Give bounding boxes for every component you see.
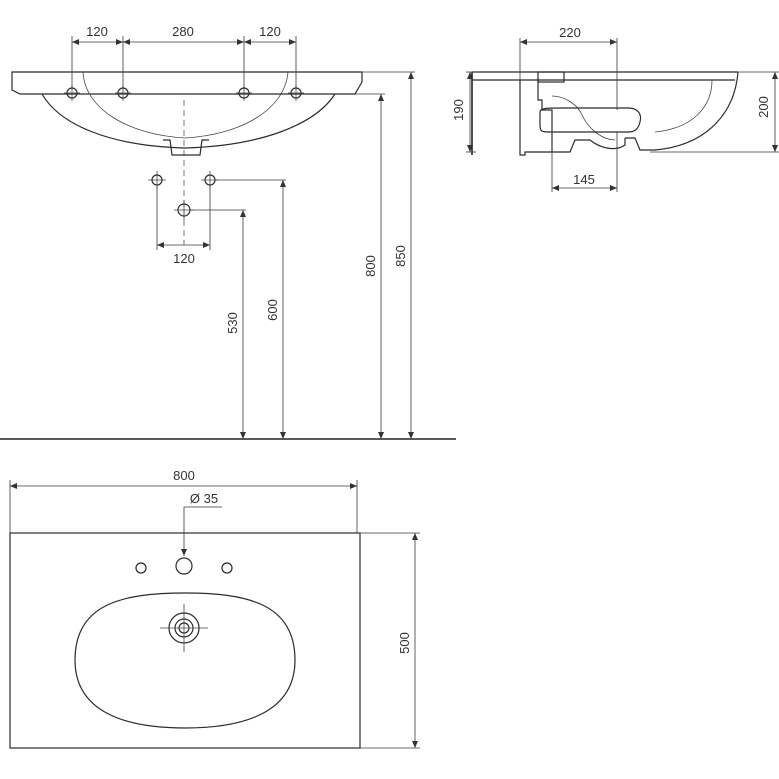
dim-label-width-800: 800 [173,468,195,483]
dim-label-120-left: 120 [86,24,108,39]
side-tap-spout [551,95,616,141]
dim-label-530: 530 [225,312,240,334]
top-view: 800 Ø 35 500 [9,468,420,749]
basin-top-slab [11,71,363,95]
side-back-panel [519,80,552,156]
dim-label-850: 850 [393,245,408,267]
dim-label-220: 220 [559,25,581,40]
dim-label-190: 190 [451,99,466,121]
side-view: 220 190 200 145 [451,25,779,192]
dim-label-800: 800 [363,255,378,277]
dim-label-diameter: Ø 35 [190,491,218,506]
side-tap-knob [537,71,565,83]
top-basin-outline [9,532,361,749]
dim-label-depth-500: 500 [397,632,412,654]
side-drain-trap [539,107,642,133]
drain-outlet [163,139,209,156]
front-view: 120 280 120 120 530 600 800 85 [0,24,456,440]
dim-leader-diameter [181,506,222,556]
top-tap-hole-left [135,562,147,574]
dim-label-280: 280 [172,24,194,39]
dim-label-pipe-120: 120 [173,251,195,266]
side-tap-body [537,78,626,153]
top-tap-hole-right [221,562,233,574]
top-basin-bowl [74,592,296,729]
side-basin-inner [654,79,713,133]
dim-label-600: 600 [265,299,280,321]
top-tap-hole-center [175,557,193,575]
top-drain [160,604,208,652]
side-basin-outer [625,71,739,151]
dim-label-145: 145 [573,172,595,187]
basin-inner-bowl [82,71,289,139]
dim-label-120-right: 120 [259,24,281,39]
dim-label-200: 200 [756,96,771,118]
basin-outer-bowl [41,93,336,149]
